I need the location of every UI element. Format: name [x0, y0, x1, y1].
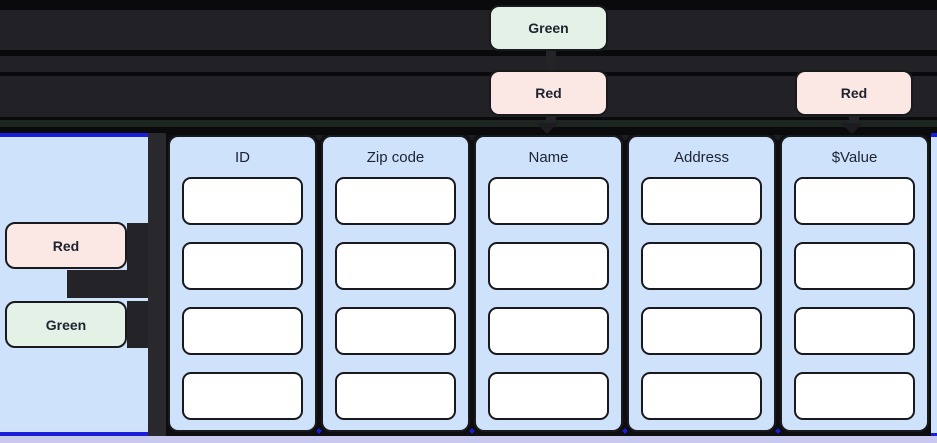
column-header: $Value — [831, 148, 878, 166]
table-cell[interactable] — [794, 177, 915, 225]
table-cell[interactable] — [794, 307, 915, 355]
table-cell[interactable] — [641, 177, 762, 225]
table-cell[interactable] — [488, 242, 609, 290]
flow-node-red-right-label: Red — [840, 85, 868, 101]
column-card-id[interactable]: ID — [168, 135, 317, 432]
flow-node-red-center-label: Red — [535, 85, 562, 101]
table-cell[interactable] — [794, 242, 915, 290]
table-cell[interactable] — [641, 307, 762, 355]
table-cell[interactable] — [182, 242, 303, 290]
gap-dot-icon — [316, 428, 322, 434]
gap-notch-icon — [620, 135, 630, 141]
connector-red-to-value-column — [849, 114, 859, 125]
gap-notch-icon — [314, 135, 324, 141]
left-node-green-label: Green — [45, 316, 87, 333]
table-cell[interactable] — [335, 372, 456, 420]
canvas-band — [0, 10, 937, 50]
table-cell[interactable] — [182, 177, 303, 225]
gap-dot-icon — [622, 428, 628, 434]
column-header: Name — [528, 148, 569, 166]
table-cell[interactable] — [488, 307, 609, 355]
column-header: Zip code — [366, 148, 425, 166]
gap-dot-icon — [775, 428, 781, 434]
column-card-name[interactable]: Name — [474, 135, 623, 432]
connector-red-to-name-column — [546, 114, 556, 125]
column-card-address[interactable]: Address — [627, 135, 776, 432]
table-cell[interactable] — [488, 177, 609, 225]
gap-notch-icon — [773, 135, 783, 141]
left-node-red-label: Red — [52, 237, 80, 254]
flow-node-red-center[interactable]: Red — [489, 70, 608, 116]
panel-divider-bar — [148, 133, 166, 436]
table-cell[interactable] — [488, 372, 609, 420]
column-header: ID — [235, 148, 250, 166]
table-cell[interactable] — [182, 307, 303, 355]
table-cell[interactable] — [335, 177, 456, 225]
table-cell[interactable] — [641, 242, 762, 290]
left-node-red[interactable]: Red — [5, 222, 127, 269]
table-cell[interactable] — [794, 372, 915, 420]
column-card-zipcode[interactable]: Zip code — [321, 135, 470, 432]
table-cell[interactable] — [335, 242, 456, 290]
table-cell[interactable] — [182, 372, 303, 420]
connector-green-to-red — [546, 49, 556, 72]
canvas-band-green — [0, 120, 937, 127]
flow-node-green-label: Green — [528, 20, 569, 36]
column-header: Address — [673, 148, 730, 166]
gap-dot-icon — [469, 428, 475, 434]
table-panel: ID Zip code Name Address — [166, 135, 930, 436]
right-panel-edge — [931, 133, 937, 436]
table-cell[interactable] — [335, 307, 456, 355]
arrow-down-icon — [841, 123, 863, 134]
left-node-green[interactable]: Green — [5, 301, 127, 348]
gap-notch-icon — [467, 135, 477, 141]
table-cell[interactable] — [641, 372, 762, 420]
bottom-lavender-strip — [0, 436, 937, 443]
flow-node-green[interactable]: Green — [489, 5, 608, 51]
canvas-band — [0, 76, 937, 117]
column-card-value[interactable]: $Value — [780, 135, 929, 432]
flow-node-red-right[interactable]: Red — [795, 70, 913, 116]
canvas-band — [0, 56, 937, 72]
arrow-down-icon — [536, 123, 558, 134]
